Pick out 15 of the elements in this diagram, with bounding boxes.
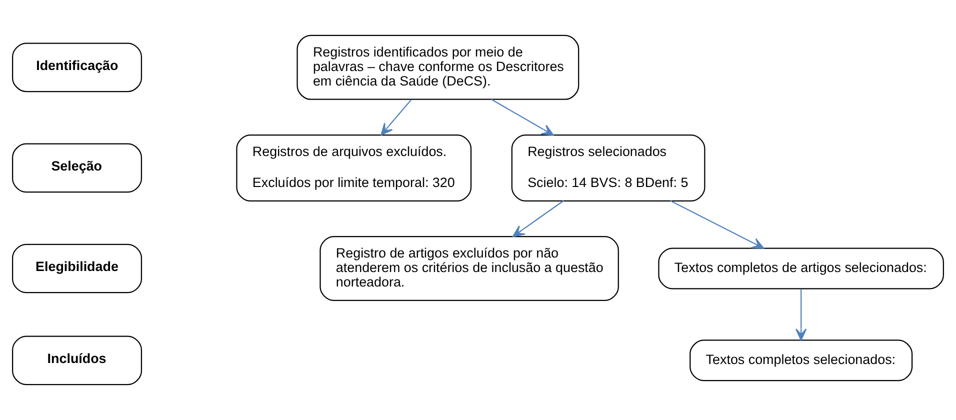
node-box: Registros de arquivos excluídos. Excluídos por limite temporal: 320 — [236, 134, 472, 202]
node-box: Incluídos — [12, 336, 142, 386]
node-box: Registros identificados por meio de palavras – chave conforme os Descritores em ciência da Saúde (DeCS). — [296, 34, 580, 100]
arrow — [795, 289, 807, 341]
arrow — [512, 200, 564, 238]
node-box: Identificação — [12, 42, 142, 92]
arrow — [670, 200, 764, 249]
node-box: Registros selecionados Scielo: 14 BVS: 8 BDenf: 5 — [511, 134, 706, 202]
node-box: Textos completos de artigos selecionados: — [658, 248, 944, 290]
node-box: Textos completos selecionados: — [690, 340, 913, 382]
node-box: Registro de artigos excluídos por não atenderem os critérios de inclusão a questão norteadora. — [320, 236, 619, 302]
node-box: Elegibilidade — [12, 244, 142, 294]
node-box: Seleção — [12, 143, 142, 193]
arrow — [491, 98, 554, 136]
arrow — [380, 99, 412, 136]
